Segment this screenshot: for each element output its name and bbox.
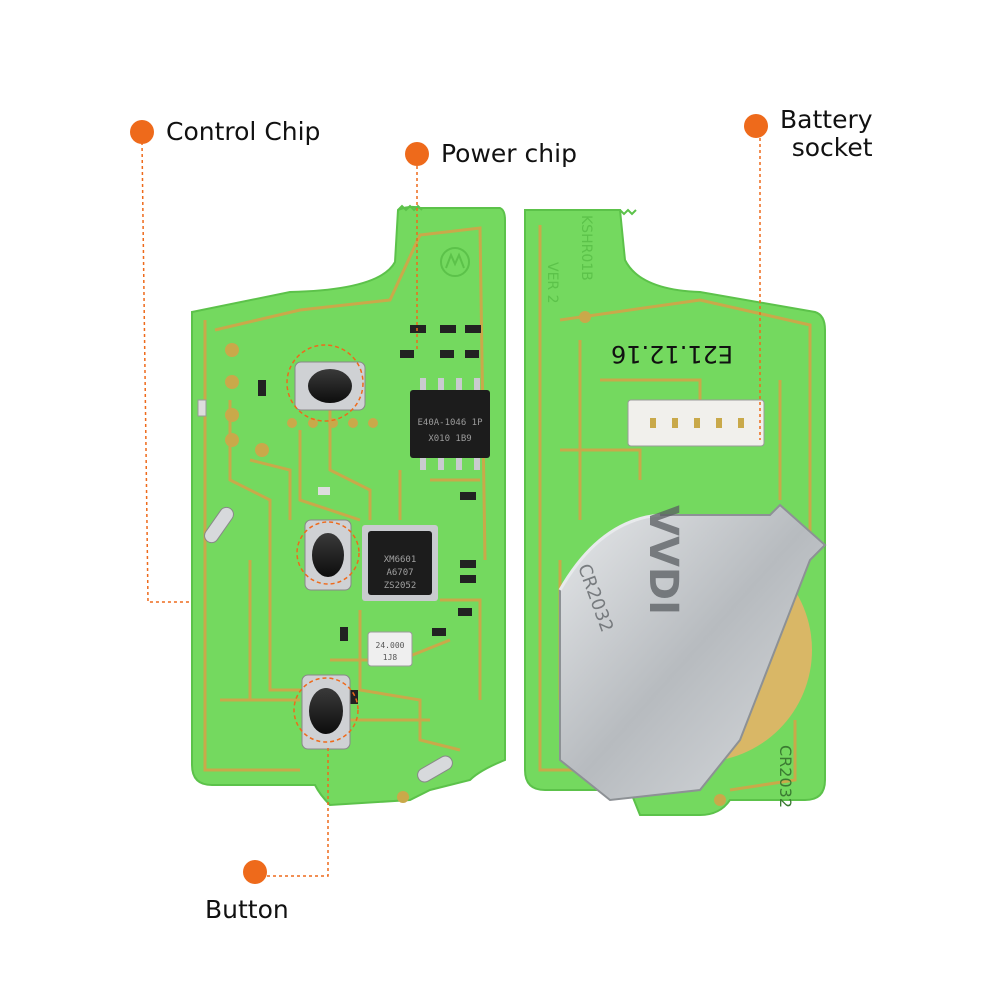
control-chip: XM6601 A6707 ZS2052 xyxy=(362,525,438,601)
callout-battery-socket: Battery socket xyxy=(744,106,873,162)
board-model-text: KSHR01B xyxy=(578,215,594,281)
left-pcb-board xyxy=(191,204,506,807)
callout-power-chip: Power chip xyxy=(405,140,577,168)
tactile-button-middle xyxy=(296,519,360,591)
callout-label: Control Chip xyxy=(166,117,321,146)
callout-dot xyxy=(405,142,429,166)
button-leader xyxy=(255,745,329,877)
brand-logo-icon xyxy=(440,247,470,277)
power-chip: E40A-1046 1P X010 1B9 xyxy=(410,378,490,470)
control-chip-marking-2: A6707 xyxy=(386,568,413,578)
control-chip-leader xyxy=(141,141,192,603)
control-chip-highlight xyxy=(286,344,364,422)
callout-dot xyxy=(243,860,267,884)
crystal-oscillator: 24.000 1J8 xyxy=(367,631,413,667)
power-chip-marking-1: E40A-1046 1P xyxy=(417,418,483,428)
leader-lines xyxy=(141,138,761,877)
battery-edge-text: CR2032 xyxy=(776,745,795,808)
callout-label: Battery socket xyxy=(780,106,873,162)
date-code-text: E21.12.16 xyxy=(611,340,733,368)
callout-control-chip: Control Chip xyxy=(130,118,320,146)
tactile-button-bottom xyxy=(301,674,351,750)
power-chip-marking-2: X010 1B9 xyxy=(428,434,471,444)
callout-label: Power chip xyxy=(441,139,577,168)
right-pcb-board: VER 2 KSHR01B E21.12.16 VVDI CR2032 CR xyxy=(524,208,827,816)
board-version-text: VER 2 xyxy=(544,262,560,304)
button-highlight xyxy=(293,677,359,743)
crystal-marking-1: 24.000 xyxy=(376,641,405,650)
control-chip-marking-3: ZS2052 xyxy=(384,581,417,591)
callout-label: Button xyxy=(205,895,289,924)
callout-dot xyxy=(744,114,768,138)
control-chip-marking-1: XM6601 xyxy=(384,555,417,565)
callout-label-line-2: socket xyxy=(791,133,873,162)
battery-socket: VVDI CR2032 xyxy=(558,503,827,802)
tactile-button-top xyxy=(294,361,366,411)
callout-label-line-1: Battery xyxy=(780,105,873,134)
left-board-pads xyxy=(225,343,409,803)
callout-dot xyxy=(130,120,154,144)
callout-button-dot-wrap xyxy=(243,860,267,884)
battery-brand-text: VVDI xyxy=(640,505,686,615)
crystal-marking-2: 1J8 xyxy=(383,653,398,662)
left-board-traces xyxy=(203,226,487,772)
board-connector xyxy=(627,399,765,447)
left-board-smd-components xyxy=(197,325,481,704)
callout-button: Button xyxy=(205,896,289,924)
